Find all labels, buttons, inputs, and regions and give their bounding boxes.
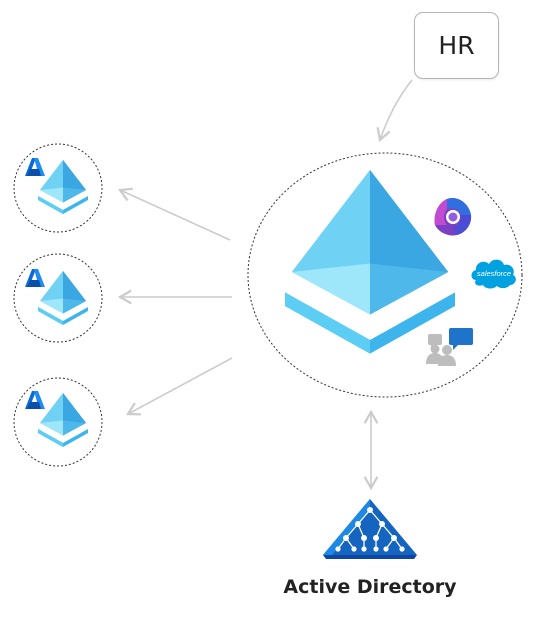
main-tenant-circle — [247, 152, 523, 398]
teams-chat-icon — [426, 328, 473, 366]
tenant-3-entra-id-icon — [38, 393, 88, 447]
arrow-to-tenant-3 — [126, 357, 233, 416]
hr-arrow — [376, 79, 413, 143]
tenant-2 — [13, 253, 103, 343]
tenant-1-azure-icon — [25, 158, 45, 176]
tenant-1-entra-id-icon — [38, 160, 88, 214]
main-entra-id-icon — [285, 170, 455, 354]
tenant-3 — [13, 377, 103, 467]
microsoft-365-icon — [434, 197, 472, 236]
active-directory-icon — [323, 499, 417, 559]
tenant-2-entra-id-icon — [38, 271, 88, 325]
tenant-1 — [13, 143, 103, 233]
tenant-3-azure-icon — [25, 391, 45, 409]
active-directory-label: Active Directory — [283, 576, 457, 598]
hr-box: HR — [414, 12, 499, 79]
salesforce-icon: salesforce — [471, 259, 516, 289]
hr-label: HR — [438, 31, 475, 60]
salesforce-label: salesforce — [477, 269, 511, 278]
tenant-2-azure-icon — [25, 269, 45, 287]
arrow-to-tenant-1 — [117, 187, 231, 241]
